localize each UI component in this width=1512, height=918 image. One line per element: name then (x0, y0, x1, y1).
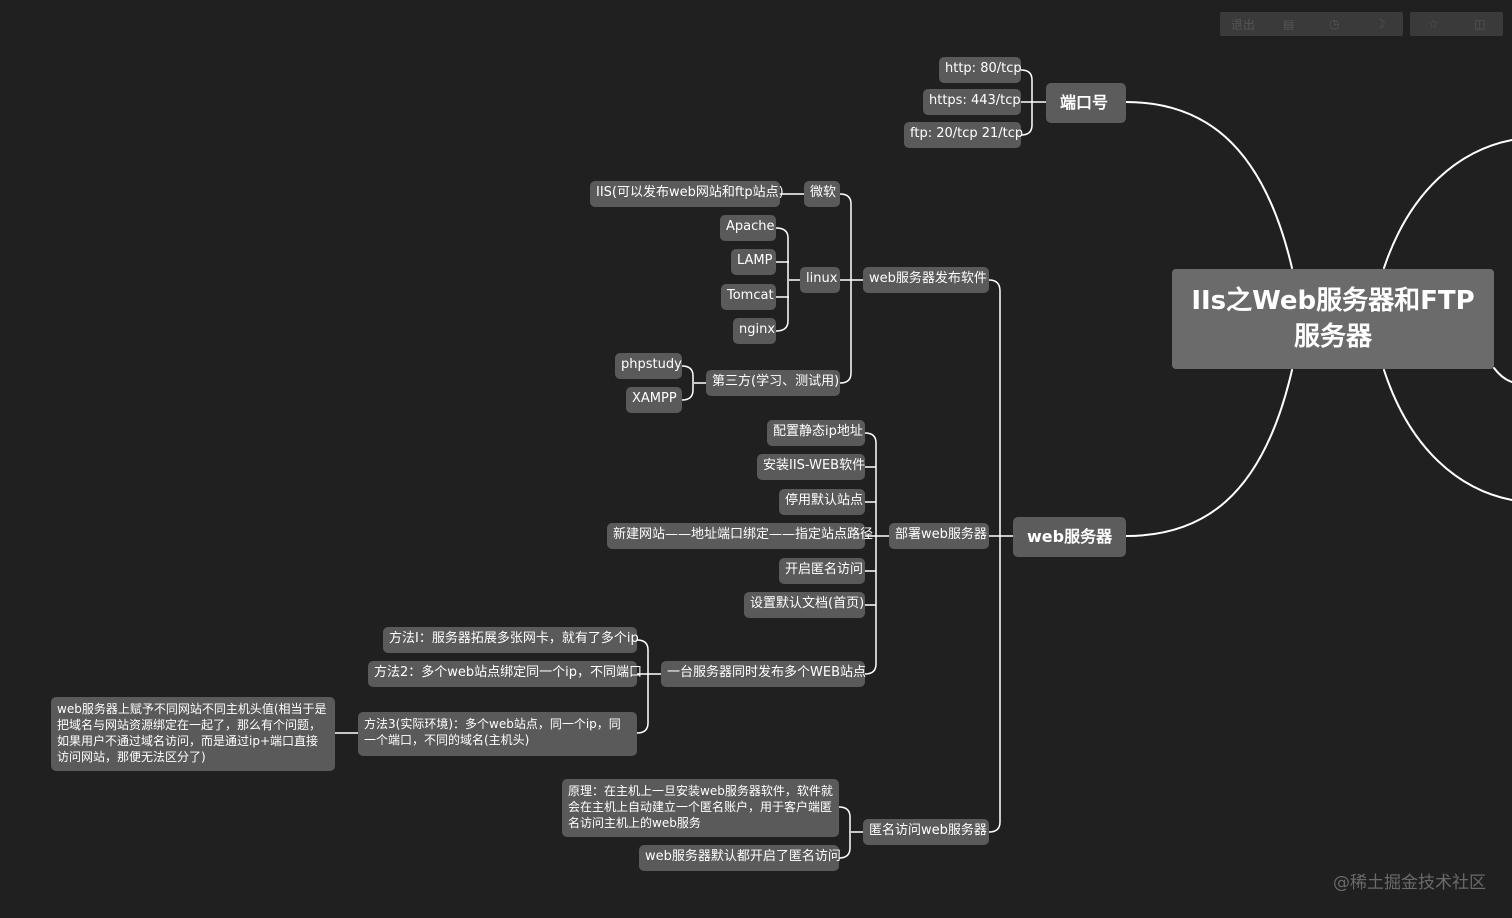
node-deploy[interactable]: 部署web服务器 (889, 523, 989, 549)
node-deploy-install[interactable]: 安装IIS-WEB软件 (757, 454, 865, 480)
bracket-multi (636, 639, 661, 734)
node-port-https[interactable]: https: 443/tcp (923, 89, 1021, 115)
node-anonymous-default[interactable]: web服务器默认都开启了匿名访问 (639, 845, 841, 871)
curve-root-port (1125, 101, 1293, 269)
node-anonymous-principle[interactable]: 原理：在主机上一旦安装web服务器软件，软件就会在主机上自动建立一个匿名账户，用… (562, 779, 839, 837)
node-deploy-disable-default[interactable]: 停用默认站点 (779, 489, 865, 515)
node-deploy-anonymous[interactable]: 开启匿名访问 (779, 558, 865, 584)
node-deploy-default-doc[interactable]: 设置默认文档(首页) (744, 592, 865, 618)
bracket-third (681, 365, 706, 401)
node-method-3[interactable]: 方法3(实际环境)：多个web站点，同一个ip，同一个端口，不同的域名(主机头) (358, 712, 637, 756)
bracket-web (988, 279, 1013, 833)
node-nginx[interactable]: nginx (733, 318, 776, 344)
node-tomcat[interactable]: Tomcat (721, 284, 776, 310)
node-software[interactable]: web服务器发布软件 (863, 267, 989, 293)
bracket-port (1020, 69, 1046, 136)
exit-button[interactable]: 退出 (1230, 17, 1255, 32)
curve-root-right-top (1383, 139, 1512, 269)
node-linux[interactable]: linux (800, 267, 840, 293)
theme-icon[interactable]: ☽ (1374, 17, 1386, 31)
node-apache[interactable]: Apache (720, 215, 776, 241)
node-deploy-static-ip[interactable]: 配置静态ip地址 (767, 420, 865, 446)
node-method-3-note[interactable]: web服务器上赋予不同网站不同主机头值(相当于是把域名与网站资源绑定在一起了，那… (51, 697, 335, 771)
curve-root-right-mid (1493, 367, 1512, 383)
node-method-2[interactable]: 方法2：多个web站点绑定同一个ip，不同端口 (368, 661, 642, 687)
node-anonymous[interactable]: 匿名访问web服务器 (863, 819, 989, 845)
top-toolbar: 退出 ▤ ◷ ☽ (1220, 12, 1403, 36)
node-port-ftp[interactable]: ftp: 20/tcp 21/tcp (904, 122, 1023, 148)
node-deploy-new-site[interactable]: 新建网站——地址端口绑定——指定站点路径 (607, 523, 873, 549)
node-microsoft[interactable]: 微软 (804, 181, 840, 207)
node-third-party[interactable]: 第三方(学习、测试用) (706, 370, 840, 396)
watermark: @稀土掘金技术社区 (1333, 873, 1486, 893)
star-icon[interactable]: ☆ (1427, 17, 1439, 31)
top-toolbar-right: ☆ ◫ (1410, 12, 1503, 36)
bracket-deploy (864, 432, 889, 675)
bracket-anonymous (838, 806, 863, 859)
node-xampp[interactable]: XAMPP (626, 387, 682, 413)
curve-root-right-bottom (1383, 369, 1512, 501)
node-port[interactable]: 端口号 (1046, 83, 1126, 123)
panel-icon[interactable]: ◫ (1474, 17, 1486, 31)
history-icon[interactable]: ◷ (1329, 17, 1340, 31)
node-multi-site[interactable]: 一台服务器同时发布多个WEB站点 (661, 661, 866, 687)
node-web[interactable]: web服务器 (1013, 517, 1126, 557)
node-port-http[interactable]: http: 80/tcp (939, 57, 1022, 83)
outline-icon[interactable]: ▤ (1282, 17, 1295, 31)
node-lamp[interactable]: LAMP (731, 249, 776, 275)
curve-root-web (1125, 369, 1293, 537)
node-phpstudy[interactable]: phpstudy (615, 353, 682, 379)
bracket-software (839, 193, 863, 384)
bracket-linux (775, 227, 800, 332)
root-node[interactable]: IIs之Web服务器和FTP服务器 (1172, 269, 1494, 369)
node-method-1[interactable]: 方法I：服务器拓展多张网卡，就有了多个ip (383, 627, 639, 653)
node-iis[interactable]: IIS(可以发布web网站和ftp站点) (590, 181, 784, 207)
